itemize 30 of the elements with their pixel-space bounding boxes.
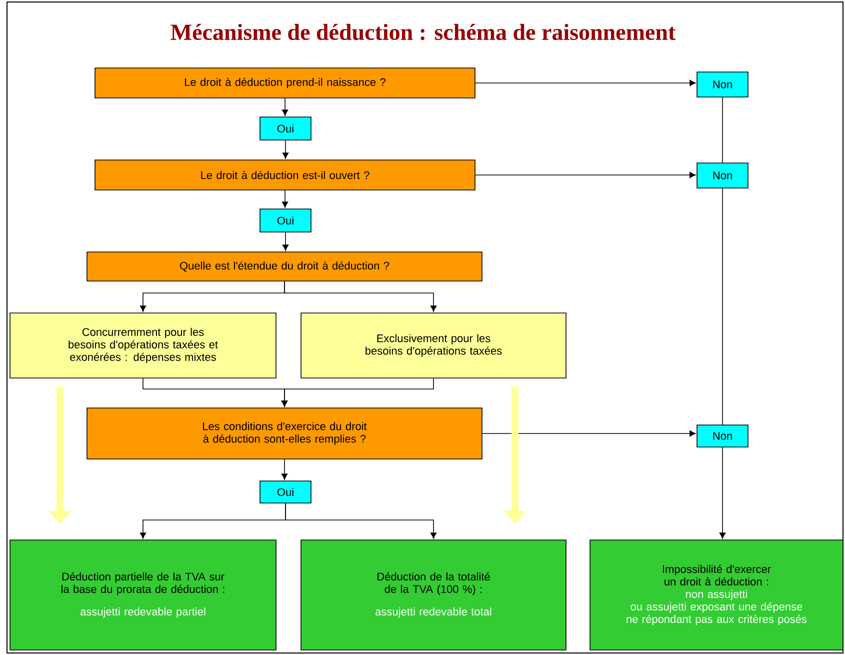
arrow — [282, 98, 288, 116]
arrow — [281, 378, 434, 407]
option-box: Concurremment pour les besoins d'opérations taxées et exonérées : dépenses mixtes — [10, 312, 276, 378]
answer-box: Oui — [260, 480, 312, 504]
arrow — [284, 280, 437, 312]
title: Mécanisme de déduction : schéma de raisonnement — [170, 24, 676, 40]
result-box: Déduction partielle de la TVA sur la base du prorata de déduction : assujetti redevable partiel — [10, 540, 276, 650]
connector-line — [722, 188, 723, 425]
question-box: Le droit à déduction est-il ouvert ? — [94, 160, 476, 190]
result-box: Impossibilité d'exercer un droit à déduction : non assujetti ou assujetti exposant une dépense ne répondant pas aux critères posés — [590, 540, 844, 650]
answer-box: Non — [696, 162, 748, 188]
arrow — [475, 172, 696, 178]
option-box: Exclusivement pour les besoins d'opérations taxées — [300, 312, 566, 378]
answer-box: Non — [696, 424, 748, 448]
arrow — [281, 458, 288, 480]
arrow — [285, 502, 437, 539]
question-box: Le droit à déduction prend-il naissance ? — [94, 68, 476, 98]
arrow — [475, 80, 696, 86]
arrow — [482, 430, 696, 437]
answer-box: Oui — [260, 116, 312, 140]
arrow — [282, 140, 289, 159]
question-box: Les conditions d'exercice du droit à déduction sont-elles remplies ? — [86, 408, 482, 460]
answer-box: Oui — [260, 208, 312, 232]
arrow — [282, 190, 288, 208]
question-box: Quelle est l'étendue du droit à déduction ? — [86, 252, 482, 282]
arrow — [282, 232, 289, 251]
answer-box: Non — [696, 72, 748, 98]
connector-line — [722, 97, 723, 163]
result-box: Déduction de la totalité de la TVA (100 %) : assujetti redevable total — [300, 540, 566, 650]
arrow — [719, 446, 726, 539]
